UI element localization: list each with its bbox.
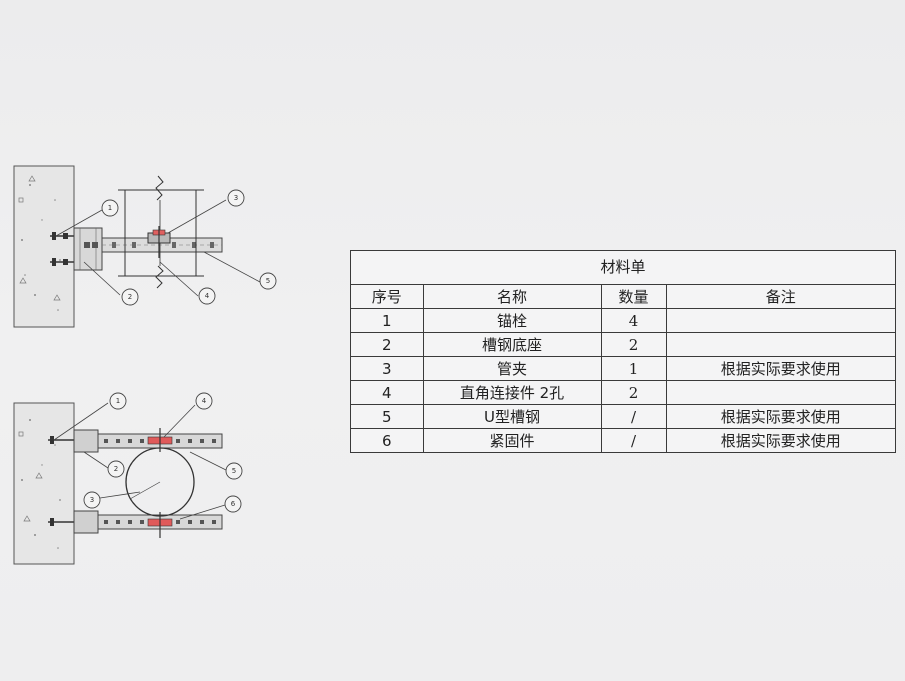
bom-header-row: 序号 名称 数量 备注 — [351, 285, 895, 309]
pipe-clamp-top — [147, 226, 171, 258]
concrete-wall-front — [13, 402, 75, 565]
cell-qty: 4 — [600, 308, 667, 333]
callout-label: 4 — [205, 292, 210, 300]
cell-name: 管夹 — [422, 356, 602, 381]
cell-name: 槽钢底座 — [422, 332, 602, 357]
callout-label: 2 — [128, 293, 132, 301]
header-no: 序号 — [351, 285, 424, 309]
cell-remark: 根据实际要求使用 — [665, 404, 895, 429]
header-remark: 备注 — [665, 285, 895, 309]
cell-no: 5 — [351, 404, 424, 429]
channel-base-front-lower — [73, 510, 99, 534]
bom-title: 材料单 — [351, 251, 895, 285]
pipe-clamp-front — [147, 428, 173, 538]
table-row: 2 槽钢底座 2 — [351, 332, 895, 357]
callout-1-front: 1 — [109, 392, 127, 410]
callout-2-top: 2 — [121, 288, 139, 306]
callout-label: 6 — [231, 500, 236, 508]
table-row: 3 管夹 1 根据实际要求使用 — [351, 356, 895, 381]
table-row: 4 直角连接件 2孔 2 — [351, 380, 895, 405]
cell-qty: / — [600, 428, 667, 452]
header-qty: 数量 — [600, 285, 667, 309]
cell-no: 2 — [351, 332, 424, 357]
top-view: 1 2 3 4 5 — [13, 165, 277, 328]
pipe-top — [118, 189, 204, 277]
concrete-texture-top — [21, 184, 61, 311]
channel-base-top — [73, 227, 103, 271]
cell-name: U型槽钢 — [422, 404, 602, 429]
callout-1-top: 1 — [101, 199, 119, 217]
callout-label: 3 — [234, 194, 238, 202]
callout-3-top: 3 — [227, 189, 245, 207]
callout-label: 4 — [202, 397, 207, 405]
concrete-texture-front — [21, 419, 61, 549]
table-row: 6 紧固件 / 根据实际要求使用 — [351, 428, 895, 452]
cell-qty: / — [600, 404, 667, 429]
callout-5-front: 5 — [225, 462, 243, 480]
cell-remark — [665, 380, 895, 405]
bom-table: 序号 名称 数量 备注 1 锚栓 4 2 槽钢底座 2 3 管夹 1 根 — [351, 285, 895, 452]
channel-base-front-upper — [73, 429, 99, 453]
cell-name: 直角连接件 2孔 — [422, 380, 602, 405]
callout-label: 5 — [266, 277, 270, 285]
header-name: 名称 — [422, 285, 602, 309]
cell-no: 3 — [351, 356, 424, 381]
front-view: 1 2 3 4 5 6 — [13, 392, 243, 565]
cell-remark — [665, 308, 895, 333]
bill-of-materials: 材料单 序号 名称 数量 备注 1 锚栓 4 2 槽钢底座 2 — [350, 250, 896, 453]
cell-name: 紧固件 — [422, 428, 602, 452]
cell-no: 1 — [351, 308, 424, 333]
cell-remark: 根据实际要求使用 — [665, 356, 895, 381]
table-row: 5 U型槽钢 / 根据实际要求使用 — [351, 404, 895, 429]
cell-no: 6 — [351, 428, 424, 452]
cell-no: 4 — [351, 380, 424, 405]
cell-qty: 1 — [600, 356, 667, 381]
callout-4-top: 4 — [198, 287, 216, 305]
callout-4-front: 4 — [195, 392, 213, 410]
callout-label: 1 — [108, 204, 112, 212]
callout-3-front: 3 — [83, 491, 101, 509]
cell-remark — [665, 332, 895, 357]
concrete-wall-top — [13, 165, 75, 328]
callout-label: 3 — [90, 496, 94, 504]
cell-remark: 根据实际要求使用 — [665, 428, 895, 452]
callout-label: 2 — [114, 465, 118, 473]
callout-label: 5 — [232, 467, 236, 475]
callout-5-top: 5 — [259, 272, 277, 290]
cell-name: 锚栓 — [422, 308, 602, 333]
cell-qty: 2 — [600, 380, 667, 405]
callout-2-front: 2 — [107, 460, 125, 478]
callout-6-front: 6 — [224, 495, 242, 513]
leader-lines-top — [55, 199, 261, 297]
table-row: 1 锚栓 4 — [351, 308, 895, 333]
leader-lines-front — [53, 402, 227, 520]
callout-label: 1 — [116, 397, 120, 405]
cell-qty: 2 — [600, 332, 667, 357]
